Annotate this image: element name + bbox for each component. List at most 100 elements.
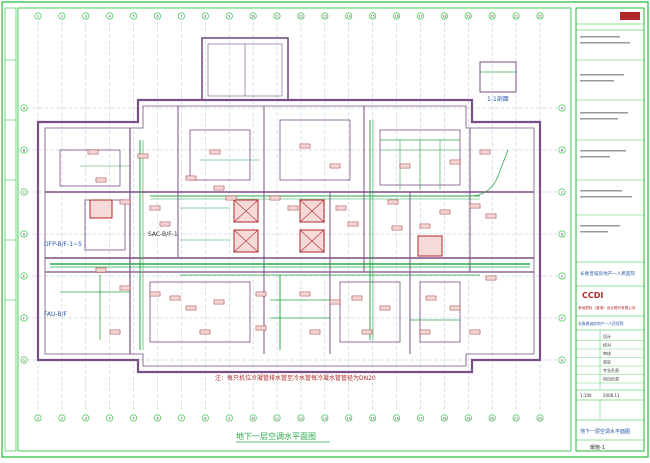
grid-bubble-col: 5: [130, 414, 138, 422]
fan-coil-unit-tag: [225, 195, 237, 201]
chilled-water-pipes: [50, 120, 530, 350]
grid-bubble-row: A: [20, 104, 28, 112]
svg-text:7: 7: [180, 416, 182, 420]
fan-coil-unit-tag: [419, 329, 431, 335]
fan-coil-unit-tag: [95, 267, 107, 273]
signoff-field: 审定: [603, 359, 611, 365]
fan-coil-unit-tag: [149, 205, 161, 211]
grid-bubble-col: 1: [34, 12, 42, 20]
inner-frame: [17, 7, 572, 452]
drawing-title: 地下一层空调水平面图: [236, 431, 316, 441]
grid-bubble-col: 16: [393, 12, 401, 20]
fau-unit-label: FAU-B/F: [44, 311, 67, 318]
grid-bubble-col: 12: [297, 12, 305, 20]
fan-coil-unit-tag: [335, 205, 347, 211]
svg-text:3: 3: [85, 416, 87, 420]
grid-bubble-col: 10: [249, 12, 257, 20]
grid-bubble-col: 1: [34, 414, 42, 422]
grid-bubble-col: 14: [345, 414, 353, 422]
left-margin-strip: [4, 7, 17, 452]
fan-coil-unit-tag: [255, 325, 267, 331]
svg-text:19: 19: [466, 14, 470, 18]
svg-text:G: G: [23, 358, 26, 362]
grid-bubble-row: C: [20, 188, 28, 196]
fan-coil-unit-tag: [439, 209, 451, 215]
section-label: 1-1剖面: [487, 95, 509, 103]
grid-bubble-col: 2: [58, 414, 66, 422]
svg-text:16: 16: [394, 14, 398, 18]
svg-text:6: 6: [156, 416, 158, 420]
sac-unit-label: SAC-B/F-1: [148, 231, 178, 238]
svg-text:20: 20: [490, 416, 494, 420]
svg-text:5: 5: [133, 416, 135, 420]
grid-bubble-col: 7: [177, 414, 185, 422]
fan-coil-unit-tag: [87, 149, 99, 155]
fan-coil-unit-tag: [169, 295, 181, 301]
signoff-field: 项目负责: [603, 376, 619, 382]
grid-bubble-col: 11: [273, 414, 281, 422]
fan-coil-unit-tag: [391, 225, 403, 231]
svg-text:1: 1: [37, 14, 39, 18]
fan-coil-unit-tag: [109, 329, 121, 335]
svg-text:12: 12: [299, 416, 303, 420]
grid-bubble-col: 9: [225, 12, 233, 20]
grid-bubble-row: G: [558, 356, 566, 364]
grid-bubble-col: 17: [416, 12, 424, 20]
grid-bubble-col: 19: [464, 12, 472, 20]
fan-coil-unit-tag: [119, 285, 131, 291]
grid-bubble-col: 20: [488, 12, 496, 20]
svg-text:4: 4: [109, 416, 111, 420]
fan-coil-unit-tag: [255, 291, 267, 297]
grid-bubble-col: 5: [130, 12, 138, 20]
fan-coil-unit-tag: [329, 299, 341, 305]
grid-bubble-col: 4: [106, 12, 114, 20]
grid-bubble-col: 7: [177, 12, 185, 20]
grid-bubble-row: C: [558, 188, 566, 196]
grid-bubble-col: 15: [369, 12, 377, 20]
svg-text:E: E: [561, 274, 563, 278]
fan-coil-unit-tag: [95, 177, 107, 183]
grid-bubble-col: 13: [321, 12, 329, 20]
svg-text:12: 12: [299, 14, 303, 18]
svg-text:16: 16: [394, 416, 398, 420]
project-name: 长春普诚房地产一人民医院: [580, 270, 636, 277]
fan-coil-unit-tag: [379, 305, 391, 311]
svg-text:10: 10: [251, 14, 255, 18]
svg-text:11: 11: [275, 416, 279, 420]
grid-bubble-col: 21: [512, 414, 520, 422]
svg-text:3: 3: [85, 14, 87, 18]
svg-text:1: 1: [37, 416, 39, 420]
grid-bubble-row: E: [20, 272, 28, 280]
svg-text:18: 18: [442, 14, 446, 18]
fan-coil-unit-tag: [419, 223, 431, 229]
fan-coil-unit-tag: [399, 163, 411, 169]
fan-coil-unit-tag: [361, 329, 373, 335]
drawing-date: 2008.11: [603, 393, 620, 398]
grid-bubble-row: G: [20, 356, 28, 364]
fan-coil-unit-tag: [199, 329, 211, 335]
signoff-field: 校对: [603, 342, 611, 348]
svg-text:8: 8: [204, 416, 206, 420]
grid-bubble-row: B: [20, 146, 28, 154]
grid-bubble-row: A: [558, 104, 566, 112]
svg-text:A: A: [561, 106, 564, 110]
svg-text:E: E: [23, 274, 25, 278]
svg-text:4: 4: [109, 14, 111, 18]
grid-bubble-col: 16: [393, 414, 401, 422]
svg-text:D: D: [561, 232, 564, 236]
grid-bubble-col: 9: [225, 414, 233, 422]
sheet-name: 地下一层空调水平面图: [580, 428, 630, 435]
elevator-shafts: [89, 199, 443, 257]
drawing-scale: 1:100: [580, 393, 592, 398]
grid-bubble-col: 3: [82, 414, 90, 422]
signoff-field: 审核: [603, 350, 611, 356]
fan-coil-unit-tag: [449, 305, 461, 311]
fan-coil-unit-tag: [485, 275, 497, 281]
fan-coil-unit-tag: [287, 205, 299, 211]
fan-coil-unit-tag: [269, 195, 281, 201]
fan-coil-unit-tag: [149, 291, 161, 297]
title-block: 长春普诚房地产一人民医院 CCDI 悉地国际（香港）设计顾问有限公司 长春普诚房…: [575, 7, 645, 452]
grid-bubble-col: 12: [297, 414, 305, 422]
